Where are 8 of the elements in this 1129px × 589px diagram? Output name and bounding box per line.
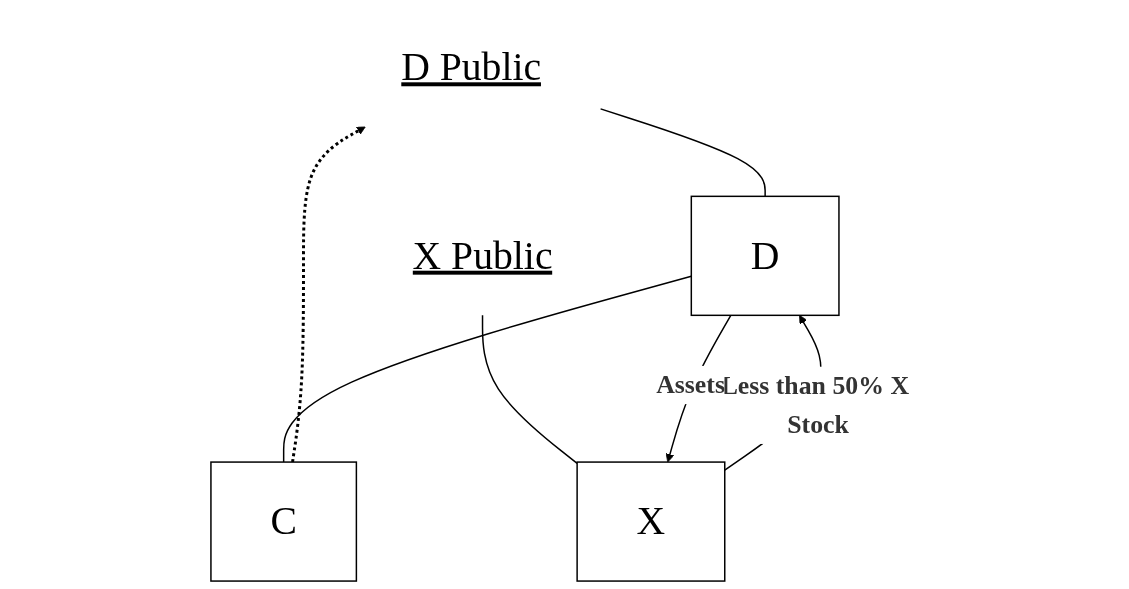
node-text: D Public — [401, 44, 542, 90]
arrow — [291, 126, 367, 463]
node-box: C — [210, 461, 358, 582]
connector — [482, 314, 579, 465]
node-box: X — [576, 461, 726, 582]
node-text: X Public — [412, 233, 553, 278]
node-box: D — [691, 195, 841, 317]
connector — [600, 108, 767, 198]
